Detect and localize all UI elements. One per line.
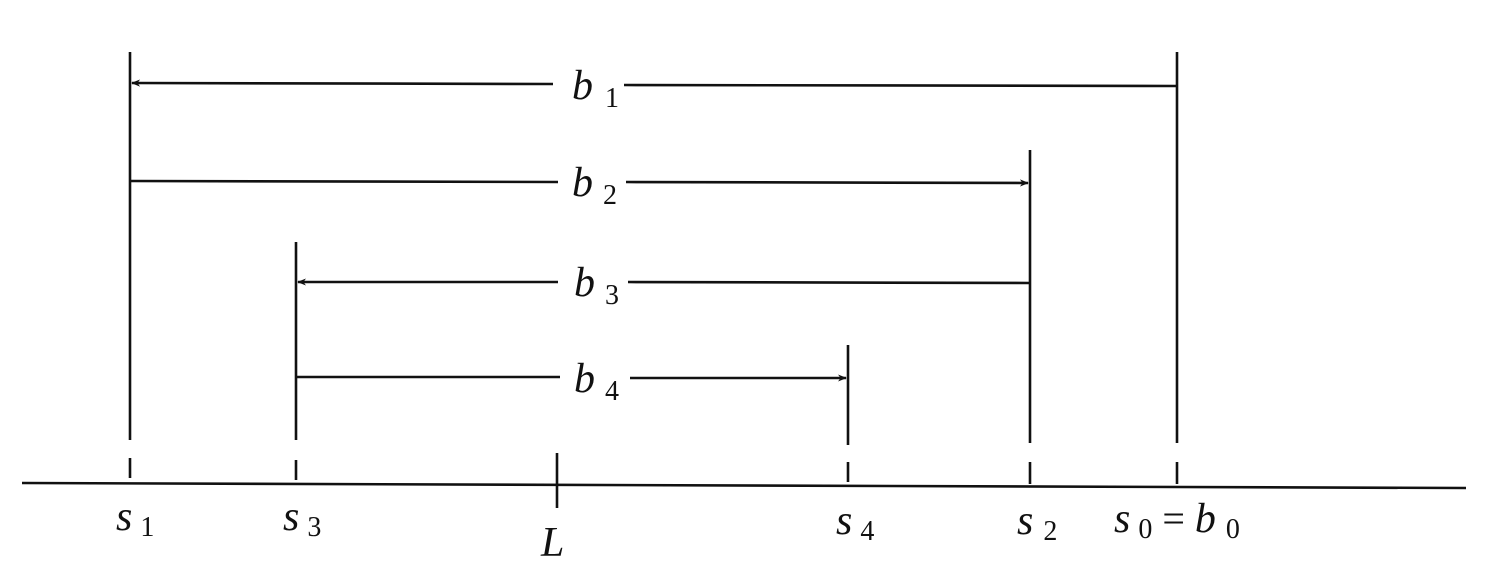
label-L: L <box>540 520 564 566</box>
dim-b2-right <box>625 179 1029 187</box>
dim-b1-right <box>623 83 1178 88</box>
dim-b1-left <box>131 79 554 87</box>
dim-b3-right <box>627 280 1031 285</box>
dim-b2-left <box>129 179 559 184</box>
baseline-axis <box>21 481 1467 490</box>
